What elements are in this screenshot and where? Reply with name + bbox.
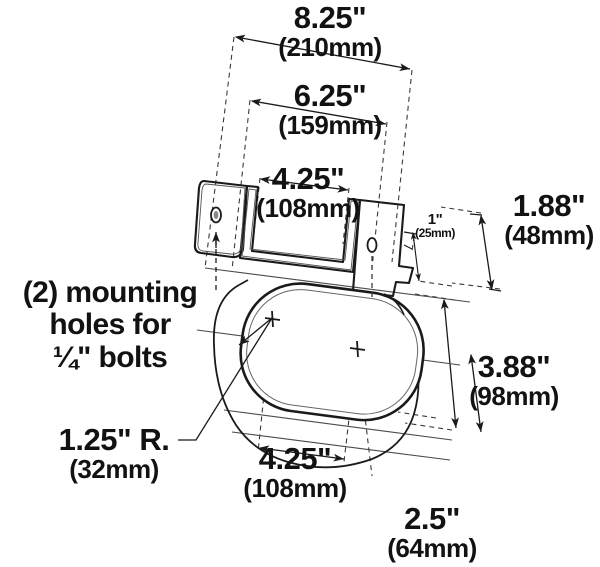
dim-overall-width-imperial: 8.25" [293,0,367,35]
note-mounting-holes: (2) mounting holes for ¼" bolts [2,276,218,374]
dim-overall-width-metric: (210mm) [278,31,382,62]
note-mounting-holes-line3: ¼" bolts [52,340,168,374]
dim-overall-width: 8.25" (210mm) [240,2,420,60]
dimline-flange-height [410,231,421,282]
dim-channel-width-metric: (108mm) [256,192,360,223]
dim-flange-height-metric: (25mm) [415,226,455,241]
dim-corner-radius-imperial: 1.25" R. [58,422,170,457]
dim-corner-radius-metric: (32mm) [69,453,159,484]
center-channel [238,184,362,274]
leader-flange-height [403,244,413,250]
dim-hole-spacing: 4.25" (108mm) [220,443,370,501]
dimension-ticks [403,213,502,292]
left-mounting-hole [210,206,222,224]
crosshair-left [264,310,281,328]
dim-lens-offset: 2.5" (64mm) [372,503,492,561]
dim-body-height: 3.88" (98mm) [459,351,569,409]
housing-bracket-join [238,279,405,316]
dimline-bracket-width [250,98,387,127]
dim-flange-height: 1" (25mm) [407,212,463,240]
dim-lens-offset-metric: (64mm) [387,532,477,563]
lamp-lens-face [239,282,425,422]
dim-body-height-metric: (98mm) [469,380,559,411]
dim-corner-radius: 1.25" R. (32mm) [44,424,184,482]
dim-channel-width: 4.25" (108mm) [253,163,363,221]
dim-bracket-width: 6.25" (159mm) [245,80,415,138]
note-mounting-holes-line1: (2) mounting [22,276,198,309]
dim-lens-offset-imperial: 2.5" [404,501,460,536]
note-mounting-holes-line2: holes for [49,308,171,342]
dim-side-height-metric: (48mm) [504,219,594,250]
dim-hole-spacing-metric: (108mm) [243,472,347,503]
dim-side-height: 1.88" (48mm) [500,190,598,248]
dimline-lens-offset [468,353,484,433]
crosshair-right [349,340,366,358]
dimline-hole-spacing [258,445,345,462]
dim-body-height-imperial: 3.88" [477,349,551,384]
dim-flange-height-imperial: 1" [427,211,443,228]
center-marks [264,310,366,358]
dim-side-height-imperial: 1.88" [512,188,586,223]
leader-corner-radius [178,317,273,441]
dimline-side-height [478,214,495,291]
dimline-channel-width [259,176,349,193]
dim-bracket-width-metric: (159mm) [278,109,382,140]
dim-channel-width-imperial: 4.25" [271,161,345,196]
bracket-outline-shadow [197,183,359,271]
right-mounting-hole [366,237,378,253]
dimline-overall-width [234,34,411,71]
dim-bracket-width-imperial: 6.25" [293,78,367,113]
dim-hole-spacing-imperial: 4.25" [258,441,332,476]
leader-lines [178,232,373,441]
